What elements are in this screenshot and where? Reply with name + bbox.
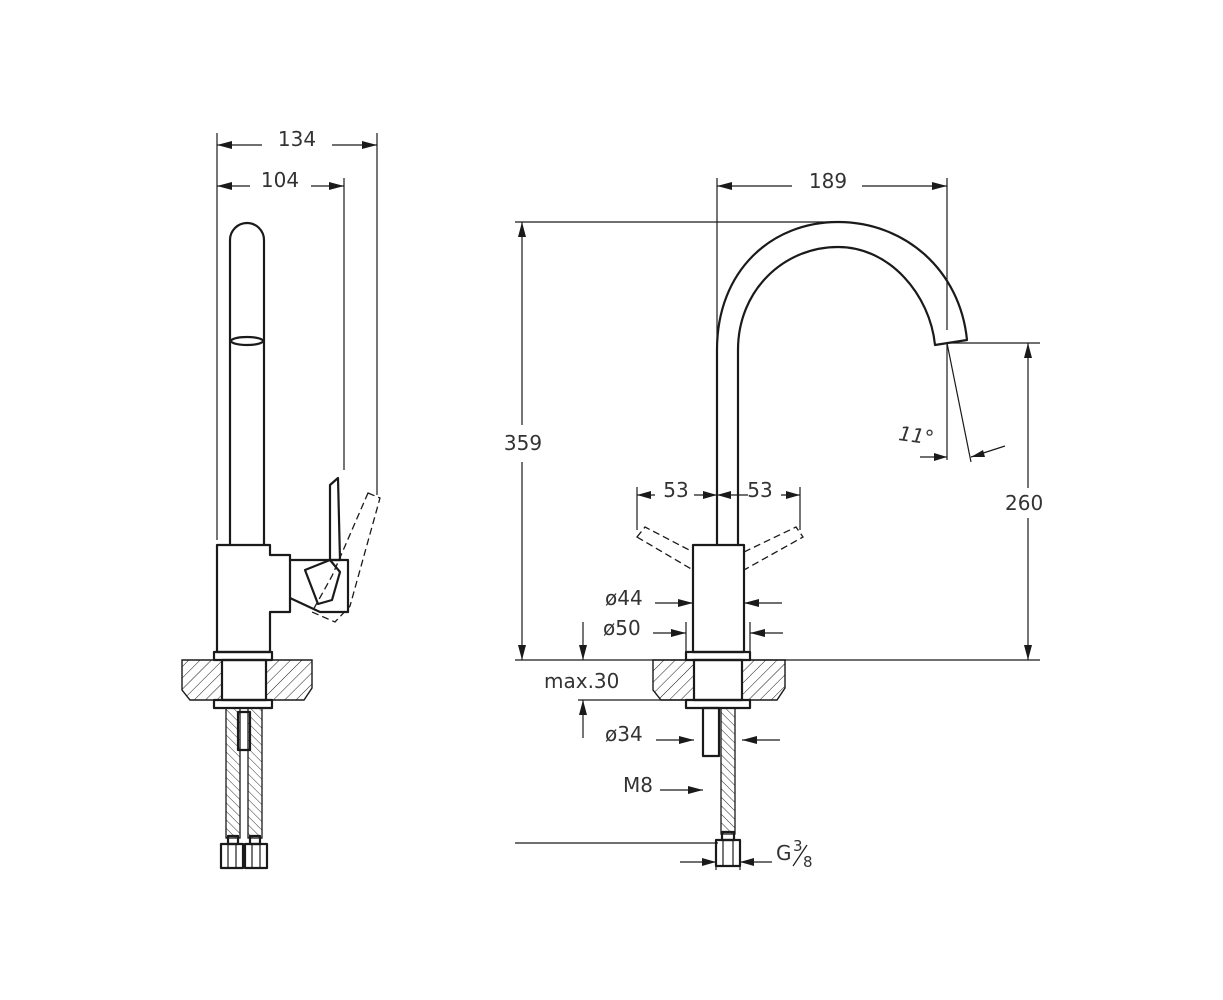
dimension-dia-34: ø34 [605, 722, 780, 746]
dim-359-label: 359 [504, 431, 542, 455]
front-spout [715, 220, 969, 547]
side-stud [236, 710, 252, 752]
side-hose-left [225, 707, 241, 839]
dimension-53-53: 53 53 [636, 478, 801, 530]
front-lever-left-alt [636, 526, 694, 572]
dimension-dia-44: ø44 [605, 586, 782, 610]
dimension-260: 260 [1005, 343, 1043, 660]
dim-dia-50-label: ø50 [603, 616, 641, 640]
angle-11: 11° [897, 342, 1006, 463]
side-hose-nuts [219, 834, 269, 870]
dim-104-label: 104 [261, 168, 299, 192]
front-lever-right-alt [743, 526, 804, 572]
front-countertop-left [652, 659, 695, 701]
angle-label: 11° [897, 421, 935, 450]
dimension-max-30: max.30 [544, 622, 686, 738]
side-countertop-left [181, 659, 223, 701]
dim-g-denominator: 8 [803, 853, 813, 871]
front-under-plate [684, 698, 752, 710]
front-rod [692, 658, 744, 702]
dim-g-label: G [776, 841, 792, 865]
dim-dia-44-label: ø44 [605, 586, 643, 610]
front-countertop-right [741, 659, 786, 701]
dim-134-label: 134 [278, 127, 316, 151]
dim-260-label: 260 [1005, 491, 1043, 515]
front-hose [720, 707, 736, 835]
side-aerator [229, 335, 265, 347]
dim-53-right-label: 53 [747, 478, 772, 502]
dimension-189: 189 [716, 169, 948, 350]
dim-max-30-label: max.30 [544, 669, 619, 693]
dimension-m8: M8 [623, 773, 703, 797]
dim-g-numerator: 3 [793, 837, 803, 855]
front-base-plate [684, 650, 752, 662]
side-spout-tube [228, 221, 266, 547]
side-lever-alt [311, 492, 381, 623]
dim-53-left-label: 53 [663, 478, 688, 502]
side-rod [220, 658, 268, 702]
dim-dia-34-label: ø34 [605, 722, 643, 746]
dimension-104: 104 [217, 168, 345, 470]
dimension-g-3-8: G 3 8 [680, 837, 813, 871]
dimension-359: 359 [504, 222, 542, 660]
front-hose-nut [714, 830, 742, 868]
side-base-plate [212, 650, 274, 662]
side-countertop-right [265, 659, 313, 701]
front-stud [701, 706, 721, 758]
dimension-dia-50: ø50 [603, 616, 783, 660]
dimension-134: 134 [216, 127, 378, 540]
side-under-plate [212, 698, 274, 710]
side-lever-cam [303, 558, 342, 606]
dim-m8-label: M8 [623, 773, 653, 797]
side-lever [328, 476, 342, 562]
front-view: 189 359 260 11° [504, 169, 1043, 871]
dim-189-label: 189 [809, 169, 847, 193]
side-body [215, 543, 292, 654]
side-hose-right [247, 707, 263, 839]
front-body [691, 543, 746, 654]
side-view: 134 104 [181, 127, 381, 870]
